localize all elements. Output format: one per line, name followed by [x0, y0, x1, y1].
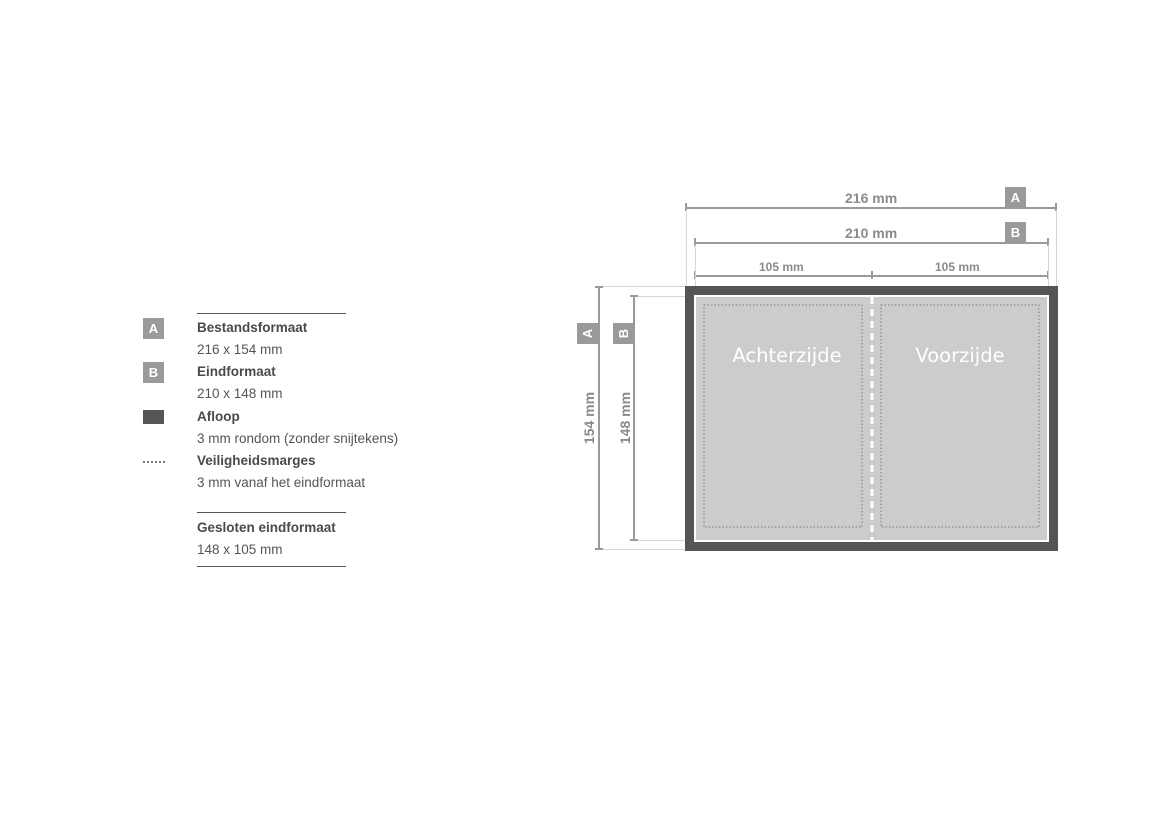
dimension-tick: [630, 539, 638, 541]
dimension-label-half-left: 105 mm: [759, 260, 804, 274]
dimension-tick: [685, 203, 687, 211]
legend-text-eindformaat: 210 x 148 mm: [197, 386, 283, 401]
extension-guide: [601, 286, 686, 287]
dimension-badge-b: B: [1005, 222, 1026, 243]
legend-text-gesloten: 148 x 105 mm: [197, 542, 283, 557]
dimension-label-height-b: 148 mm: [617, 391, 633, 445]
safety-margin-dots: [143, 461, 165, 463]
legend-bottom-rule: [197, 566, 346, 567]
extension-guide: [636, 540, 696, 541]
legend-title-veiligheidsmarges: Veiligheidsmarges: [197, 453, 316, 468]
flyer-sheet: [685, 286, 1058, 551]
legend-title-gesloten: Gesloten eindformaat: [197, 520, 336, 535]
legend-mid-rule: [197, 512, 346, 513]
badge-a: A: [143, 318, 164, 339]
dimension-line-height-b: [633, 296, 635, 540]
dimension-tick: [694, 238, 696, 246]
dimension-tick: [1055, 203, 1057, 211]
bleed-swatch: [143, 410, 164, 424]
dimension-badge-b-vertical: B: [613, 323, 634, 344]
dimension-tick: [630, 295, 638, 297]
legend-title-eindformaat: Eindformaat: [197, 364, 276, 379]
badge-a-vertical-label: A: [579, 328, 595, 339]
legend-text-veiligheidsmarges: 3 mm vanaf het eindformaat: [197, 475, 366, 490]
extension-guide: [1048, 245, 1049, 295]
dimension-tick: [595, 286, 603, 288]
legend-title-bestandsformaat: Bestandsformaat: [197, 320, 308, 335]
dimension-badge-a-vertical: A: [577, 323, 598, 344]
legend-text-afloop: 3 mm rondom (zonder snijtekens): [197, 431, 399, 446]
dimension-label-half-right: 105 mm: [935, 260, 980, 274]
legend-text-bestandsformaat: 216 x 154 mm: [197, 342, 283, 357]
dimension-line-height-a: [598, 287, 600, 549]
dimension-tick: [1047, 238, 1049, 246]
extension-guide: [636, 296, 696, 297]
safety-margin-right: [880, 304, 1040, 528]
dimension-label-width-a: 216 mm: [845, 190, 898, 206]
extension-guide: [1056, 210, 1057, 286]
extension-guide: [601, 549, 686, 550]
badge-b-vertical-label: B: [615, 328, 631, 339]
safety-margin-left: [703, 304, 863, 528]
extension-guide: [695, 245, 696, 295]
extension-guide: [686, 210, 687, 286]
dimension-line-width-b: [695, 242, 1049, 244]
dimension-line-width-a: [686, 207, 1057, 209]
legend-top-rule: [197, 313, 346, 314]
legend-title-afloop: Afloop: [197, 409, 240, 424]
badge-b: B: [143, 362, 164, 383]
dimension-badge-a: A: [1005, 187, 1026, 208]
panel-label-achterzijde: Achterzijde: [732, 344, 842, 367]
dimension-label-width-b: 210 mm: [845, 225, 898, 241]
panel-label-voorzijde: Voorzijde: [915, 344, 1005, 367]
dimension-tick: [871, 271, 873, 279]
dimension-label-height-a: 154 mm: [581, 391, 597, 445]
dimension-tick: [595, 548, 603, 550]
